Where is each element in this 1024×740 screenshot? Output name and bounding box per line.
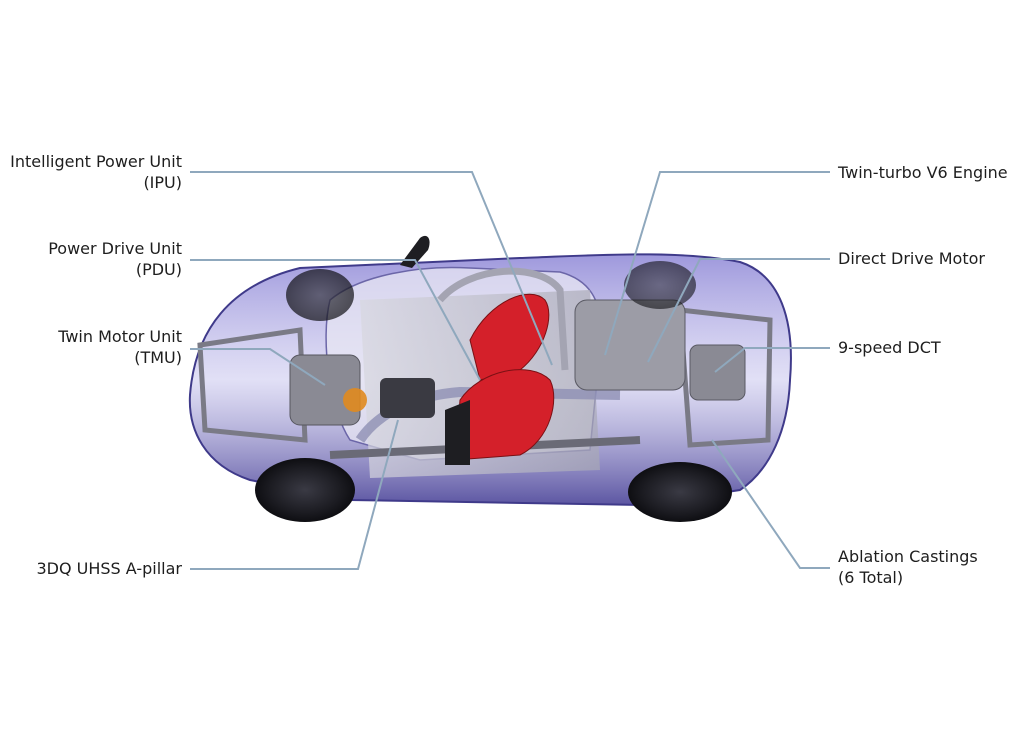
v6-leader xyxy=(604,171,830,356)
rear-left-wheel xyxy=(628,462,732,522)
label-v6-line1: Twin-turbo V6 Engine xyxy=(838,163,1008,182)
seat-base xyxy=(445,400,470,465)
label-castings: Ablation Castings (6 Total) xyxy=(838,546,978,588)
seat-upper xyxy=(469,293,550,381)
label-castings-line1: Ablation Castings xyxy=(838,547,978,566)
rear-frame xyxy=(677,307,773,448)
seat-lower xyxy=(454,369,555,461)
ddm-leader xyxy=(647,258,830,363)
label-tmu-line1: Twin Motor Unit xyxy=(58,327,182,346)
front-right-wheel xyxy=(286,269,354,321)
rear-right-wheel xyxy=(624,261,696,309)
label-pdu-line2: (PDU) xyxy=(135,260,182,279)
castings-leader xyxy=(711,439,830,569)
front-left-wheel xyxy=(255,458,355,522)
label-ddm-line1: Direct Drive Motor xyxy=(838,249,985,268)
v6-engine-shape xyxy=(574,299,686,391)
label-ipu-line2: (IPU) xyxy=(143,173,182,192)
label-dct: 9-speed DCT xyxy=(838,337,941,358)
label-apillar-line1: 3DQ UHSS A-pillar xyxy=(36,559,182,578)
label-castings-line2: (6 Total) xyxy=(838,568,904,587)
label-pdu: Power Drive Unit (PDU) xyxy=(48,238,182,280)
pdu-leader xyxy=(190,259,481,381)
motor-accent xyxy=(343,388,367,412)
dct-shape xyxy=(689,344,746,401)
label-v6: Twin-turbo V6 Engine xyxy=(838,162,1008,183)
label-tmu: Twin Motor Unit (TMU) xyxy=(58,326,182,368)
car-illustration xyxy=(188,235,792,522)
power-drive-unit-shape xyxy=(380,378,435,418)
dct-leader xyxy=(714,347,830,373)
leader-lines xyxy=(190,171,830,570)
front-frame xyxy=(197,327,308,443)
label-dct-line1: 9-speed DCT xyxy=(838,338,941,357)
label-pdu-line1: Power Drive Unit xyxy=(48,239,182,258)
roll-hoop xyxy=(437,267,569,371)
ipu-leader xyxy=(190,171,553,366)
label-tmu-line2: (TMU) xyxy=(134,348,182,367)
label-apillar: 3DQ UHSS A-pillar xyxy=(36,558,182,579)
apillar-leader xyxy=(190,419,399,570)
tmu-leader xyxy=(190,348,326,386)
label-ddm: Direct Drive Motor xyxy=(838,248,985,269)
label-ipu-line1: Intelligent Power Unit xyxy=(10,152,182,171)
label-ipu: Intelligent Power Unit (IPU) xyxy=(10,151,182,193)
